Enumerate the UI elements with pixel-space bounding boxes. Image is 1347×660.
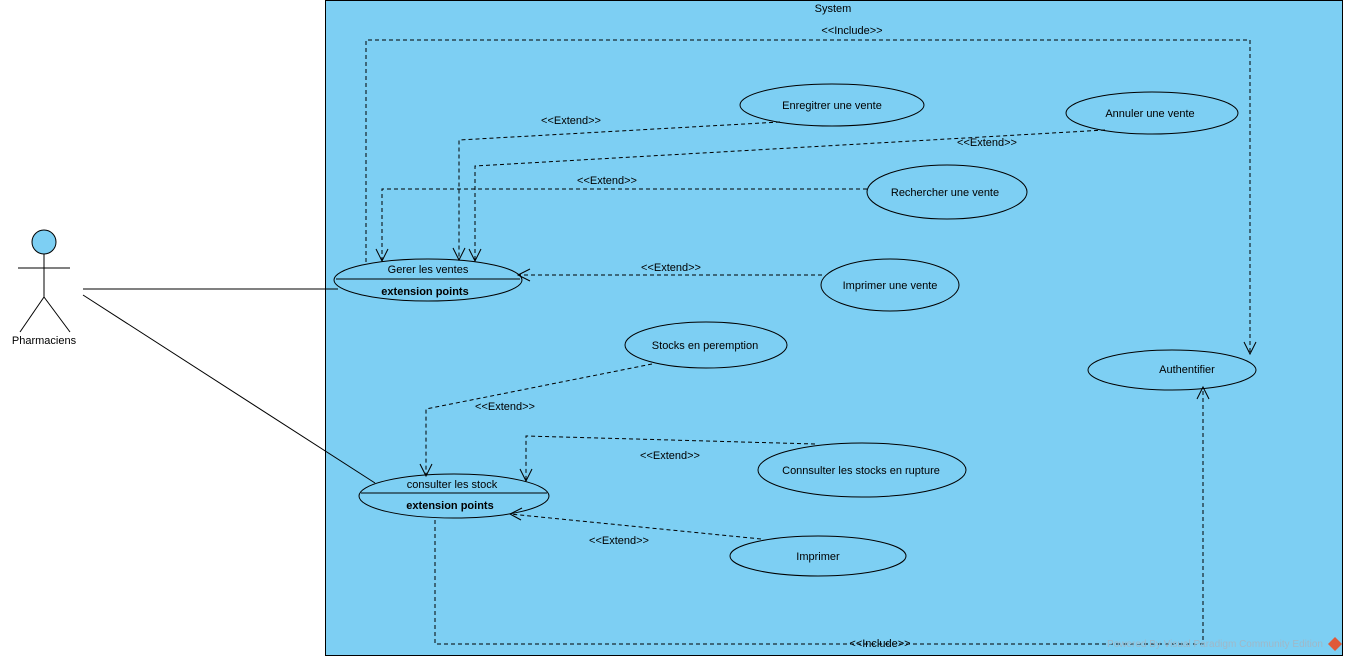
watermark-text: Powered By Visual Paradigm Community Edi… (1107, 639, 1323, 650)
vp-logo-icon (1328, 637, 1342, 651)
use-case-ellipse (624, 321, 788, 369)
actor-left-leg (19, 296, 45, 333)
include-label-bottom: <<Include>> (849, 638, 910, 650)
extend-arrowhead-peremption (419, 463, 433, 478)
extension-points-label: extension points (406, 500, 493, 512)
association-consulter-stock[interactable] (82, 294, 376, 484)
include-arrowhead-top (1243, 341, 1257, 356)
use-case-ellipse (757, 442, 967, 498)
use-case-imprimer-vente[interactable]: Imprimer une vente (820, 258, 960, 312)
use-case-ellipse (866, 164, 1028, 220)
actor-name: Pharmaciens (12, 335, 77, 347)
extend-label-peremption: <<Extend>> (475, 401, 535, 413)
use-case-enregistrer-vente[interactable]: Enregitrer une vente (739, 83, 925, 127)
use-case-label: consulter les stock (407, 479, 498, 491)
use-case-label: Gerer les ventes (388, 264, 469, 276)
extend-label-imprimer-vente: <<Extend>> (641, 262, 701, 274)
use-case-consulter-stock[interactable]: consulter les stock extension points (358, 473, 550, 519)
include-arrowhead-bottom (1196, 385, 1210, 400)
extend-relation-imprimer[interactable] (509, 513, 762, 540)
extend-relation-rupture[interactable] (525, 435, 816, 481)
use-case-ellipse (820, 258, 960, 312)
use-case-label: Rechercher une vente (891, 187, 999, 199)
use-case-rechercher-vente[interactable]: Rechercher une vente (866, 164, 1028, 220)
use-case-stocks-peremption[interactable]: Stocks en peremption (624, 321, 788, 369)
use-case-label: Authentifier (1159, 364, 1215, 376)
extend-relation-peremption[interactable] (425, 363, 653, 476)
use-case-ellipse (1065, 91, 1239, 135)
use-case-label: Enregitrer une vente (782, 100, 882, 112)
use-case-label: Imprimer une vente (843, 280, 938, 292)
use-case-gerer-ventes[interactable]: Gerer les ventes extension points (333, 258, 523, 302)
use-case-annuler-vente[interactable]: Annuler une vente (1065, 91, 1239, 135)
use-case-ellipse (333, 258, 523, 302)
use-case-imprimer[interactable]: Imprimer (729, 535, 907, 577)
extend-label-rupture: <<Extend>> (640, 450, 700, 462)
extend-arrowhead-rupture (519, 468, 533, 483)
extension-points-label: extension points (381, 286, 468, 298)
use-case-ellipse (729, 535, 907, 577)
extend-arrowhead-rechercher (375, 248, 389, 263)
extend-label-rechercher: <<Extend>> (577, 175, 637, 187)
extend-relation-enregistrer[interactable] (458, 121, 781, 260)
use-case-label: Stocks en peremption (652, 340, 758, 352)
extend-relation-rechercher[interactable] (381, 188, 867, 261)
extend-arrowhead-imprimer-vente (516, 268, 531, 282)
include-relation-stock-authentifier[interactable] (434, 387, 1204, 645)
system-title: System (815, 3, 852, 15)
actor-pharmaciens[interactable]: Pharmaciens (12, 229, 77, 347)
use-case-ellipse (1087, 349, 1257, 391)
actor-head (31, 229, 57, 255)
use-case-label: Annuler une vente (1105, 108, 1194, 120)
use-case-ellipse (739, 83, 925, 127)
include-relation-gerer-authentifier[interactable] (365, 39, 1251, 354)
extend-arrowhead-annuler (468, 248, 482, 263)
use-case-label: Imprimer (796, 551, 840, 563)
extend-label-annuler: <<Extend>> (957, 137, 1017, 149)
extend-relation-annuler[interactable] (474, 129, 1106, 261)
system-boundary[interactable] (325, 0, 1343, 656)
use-case-authentifier[interactable]: Authentifier (1087, 349, 1257, 391)
include-label-top: <<Include>> (821, 25, 882, 37)
actor-right-leg (43, 296, 71, 333)
use-case-ellipse (358, 473, 550, 519)
extend-label-enregistrer: <<Extend>> (541, 115, 601, 127)
use-case-label: Connsulter les stocks en rupture (782, 465, 940, 477)
extend-label-imprimer: <<Extend>> (589, 535, 649, 547)
use-case-stocks-rupture[interactable]: Connsulter les stocks en rupture (757, 442, 967, 498)
